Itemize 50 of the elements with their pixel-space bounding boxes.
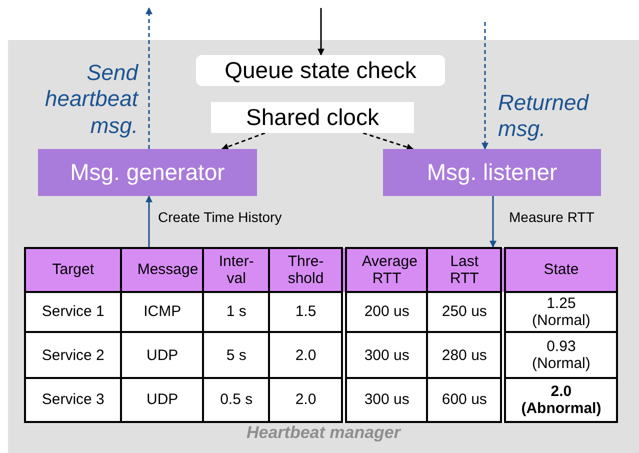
edge-label: Measure RTT	[509, 209, 596, 226]
node-text: Msg. listener	[426, 159, 558, 186]
panel-title: Heartbeat manager	[246, 423, 400, 443]
table-cell: Service 2	[25, 332, 122, 378]
table-cell: Service 1	[25, 292, 122, 332]
header-cell: Message	[121, 248, 204, 292]
table-cell: 2.0	[269, 378, 344, 422]
table-cell: 300 us	[344, 378, 428, 422]
dashed-arrow	[221, 132, 266, 150]
dashed-arrow	[146, 7, 152, 149]
table-cell: 200 us	[344, 292, 428, 332]
table-cell: 5 s	[203, 332, 270, 378]
header-cell: Target	[25, 248, 122, 292]
table-cell: UDP	[121, 332, 204, 378]
table-cell: ICMP	[121, 292, 204, 332]
edge-label: Create Time History	[158, 209, 283, 226]
table-cell: 1 s	[203, 292, 270, 332]
header-cell: Average RTT	[344, 248, 428, 292]
header-cell: State	[503, 248, 617, 292]
node-text: Queue state check	[224, 57, 416, 84]
arrow	[318, 8, 324, 56]
arrow	[146, 195, 152, 247]
table-cell: 280 us	[427, 332, 504, 378]
process-box	[383, 149, 601, 196]
edge-label: Returned msg.	[498, 90, 590, 143]
table-cell: 250 us	[427, 292, 504, 332]
node-text: Msg. generator	[70, 159, 225, 186]
manager-panel	[8, 40, 639, 453]
header-cell: Last RTT	[427, 248, 504, 292]
table-cell: 0.5 s	[203, 378, 270, 422]
dashed-arrow	[482, 22, 488, 150]
dashed-arrow	[362, 132, 414, 150]
node-text: Shared clock	[246, 104, 379, 131]
data-table	[24, 247, 618, 423]
arrow	[490, 196, 496, 248]
label-box	[211, 102, 414, 133]
label-box	[196, 55, 445, 86]
table-cell: 600 us	[427, 378, 504, 422]
edge-label: Send heartbeat msg.	[44, 60, 138, 140]
table-cell: 300 us	[344, 332, 428, 378]
table-cell: UDP	[121, 378, 204, 422]
process-box	[38, 149, 257, 196]
table-cell: 1.25 (Normal)	[503, 292, 617, 332]
table-cell: 2.0 (Abnormal)	[503, 378, 617, 422]
header-cell: Inter- val	[203, 248, 270, 292]
table-cell: 2.0	[269, 332, 344, 378]
table-cell: Service 3	[25, 378, 122, 422]
header-cell: Thre- shold	[269, 248, 344, 292]
table-cell: 0.93 (Normal)	[503, 332, 617, 378]
table-cell: 1.5	[269, 292, 344, 332]
